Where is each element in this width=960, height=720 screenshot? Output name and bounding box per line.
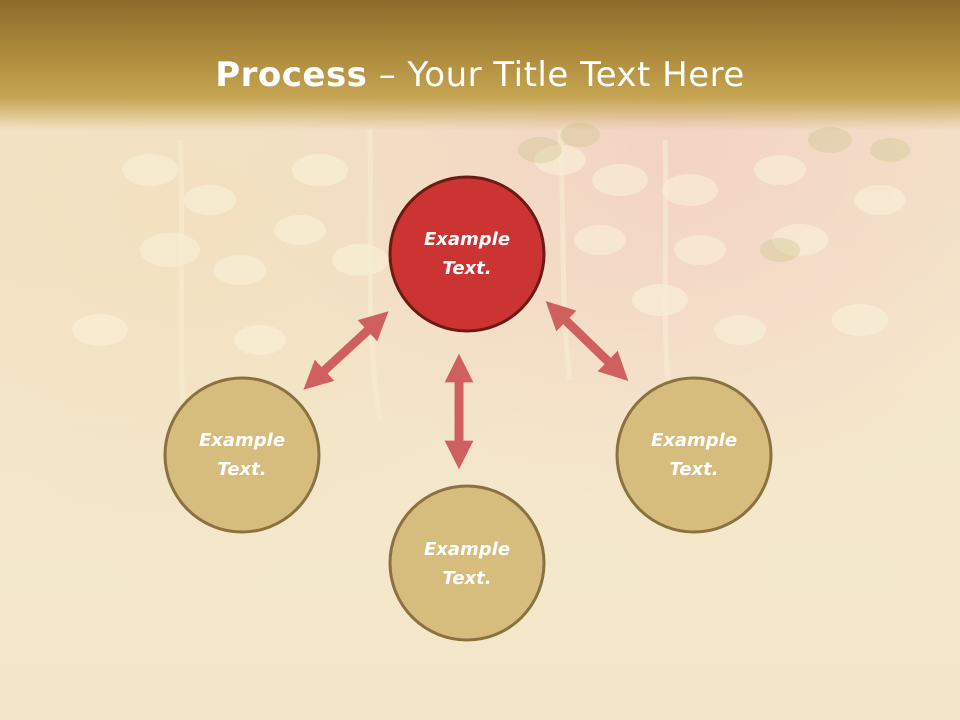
node-label-top: Example Text.: [392, 225, 542, 283]
node-label-right-line2: Text.: [669, 459, 719, 480]
node-label-left-line2: Text.: [217, 459, 267, 480]
node-label-top-line2: Text.: [442, 258, 492, 279]
title-bar: [0, 0, 960, 130]
node-label-left: Example Text.: [167, 426, 317, 484]
node-label-bottom-line1: Example: [423, 539, 511, 560]
arrow-top-right: [545, 300, 629, 382]
process-node-bottom: [388, 484, 546, 642]
node-label-bottom: Example Text.: [392, 535, 542, 593]
arrow-top-left: [303, 311, 389, 390]
process-node-top: [388, 175, 546, 333]
title-rest: – Your Title Text Here: [367, 55, 745, 95]
node-label-bottom-line2: Text.: [442, 568, 492, 589]
node-label-right: Example Text.: [619, 426, 769, 484]
process-node-left: [163, 376, 321, 534]
title-bold: Process: [215, 55, 368, 95]
node-label-top-line1: Example: [423, 229, 511, 250]
node-label-left-line1: Example: [198, 430, 286, 451]
process-node-right: [615, 376, 773, 534]
slide-title: Process – Your Title Text Here: [0, 54, 960, 96]
node-label-right-line1: Example: [650, 430, 738, 451]
